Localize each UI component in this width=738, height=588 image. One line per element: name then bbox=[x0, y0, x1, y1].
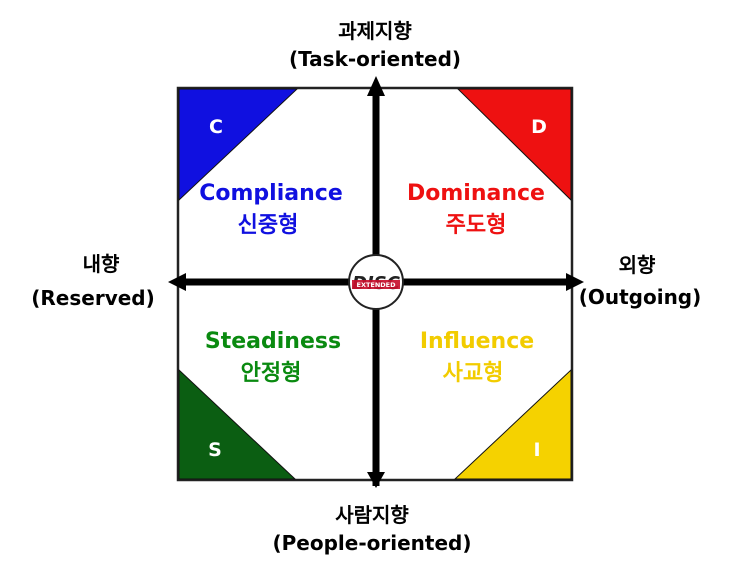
bottom-axis-english: (People-oriented) bbox=[273, 531, 472, 555]
influence-label: Influence bbox=[420, 329, 534, 354]
dominance-corner bbox=[456, 88, 572, 202]
steadiness-corner bbox=[178, 368, 297, 480]
compliance-letter: C bbox=[209, 116, 223, 138]
steadiness-label: Steadiness bbox=[205, 329, 341, 354]
dominance-label: Dominance bbox=[407, 181, 545, 206]
compliance-corner bbox=[178, 88, 299, 202]
steadiness-letter: S bbox=[208, 439, 222, 461]
right-axis-english: (Outgoing) bbox=[579, 285, 702, 309]
bottom-axis-korean: 사람지향 bbox=[335, 503, 409, 527]
dominance-letter: D bbox=[531, 116, 547, 138]
top-axis-english: (Task-oriented) bbox=[289, 47, 461, 71]
influence-corner bbox=[453, 368, 572, 480]
left-axis-korean: 내향 bbox=[83, 252, 120, 276]
steadiness-korean-label: 안정형 bbox=[241, 361, 302, 386]
compliance-korean-label: 신중형 bbox=[238, 213, 299, 238]
influence-letter: I bbox=[533, 439, 540, 461]
down-arrow-icon bbox=[367, 472, 385, 488]
disc-logo: DISC EXTENDED bbox=[348, 254, 404, 310]
dominance-korean-label: 주도형 bbox=[446, 213, 507, 238]
top-axis-korean: 과제지향 bbox=[338, 19, 412, 43]
compliance-label: Compliance bbox=[199, 181, 342, 206]
left-axis-english: (Reserved) bbox=[31, 286, 155, 310]
disc-logo-subtext: EXTENDED bbox=[357, 281, 397, 289]
left-arrow-icon bbox=[168, 273, 186, 291]
right-axis-korean: 외향 bbox=[619, 253, 656, 277]
right-arrow-icon bbox=[566, 273, 584, 291]
influence-korean-label: 사교형 bbox=[443, 361, 504, 386]
up-arrow-icon bbox=[367, 76, 385, 96]
